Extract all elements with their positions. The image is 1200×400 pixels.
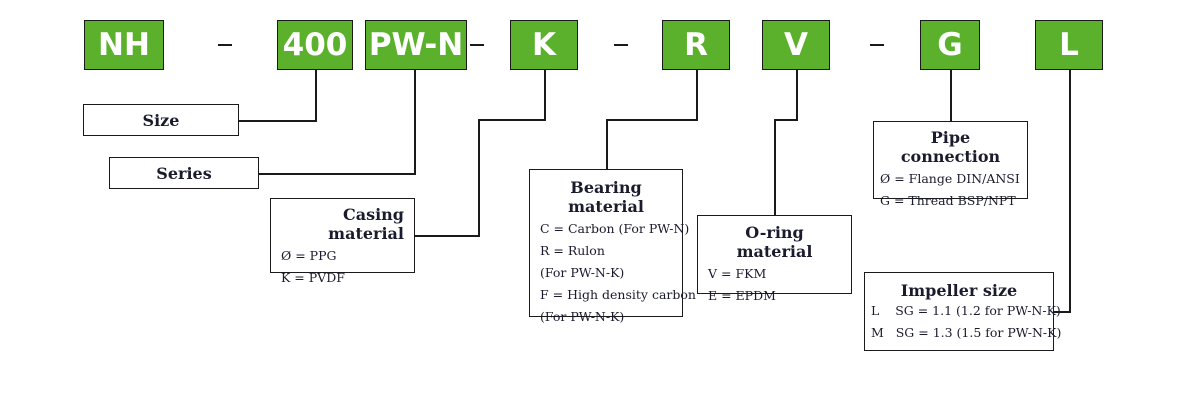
oring-material-title: O-ring material — [736, 223, 813, 261]
bearing-option: C = Carbon (For PW-N) — [540, 221, 690, 236]
pipe-option: G = Thread BSP/NPT — [880, 193, 1016, 208]
separator-dash — [614, 44, 628, 46]
oring-option: E = EPDM — [708, 288, 776, 303]
bearing-option: (For PW-N-K) — [540, 309, 625, 324]
code-segment-bearing: R — [662, 20, 730, 70]
impeller-option: L SG = 1.1 (1.2 for PW-N-K) — [871, 303, 1061, 318]
connector-line — [315, 70, 317, 122]
size-label: Size — [142, 110, 180, 130]
oring-material-box: O-ring material V = FKM E = EPDM — [697, 215, 852, 303]
connector-line — [606, 119, 698, 121]
bearing-option: F = High density carbon — [540, 287, 696, 302]
separator-dash — [218, 44, 232, 46]
connector-line — [414, 70, 416, 174]
bearing-option: (For PW-N-K) — [540, 265, 625, 280]
oring-option: V = FKM — [708, 266, 767, 281]
connector-line — [606, 119, 608, 169]
connector-line — [544, 70, 546, 120]
connector-line — [1069, 70, 1071, 312]
pipe-option: Ø = Flange DIN/ANSI — [880, 171, 1020, 186]
connector-line — [1053, 311, 1071, 313]
code-segment-impeller: L — [1035, 20, 1103, 70]
bearing-material-title: Bearing material — [568, 178, 644, 216]
connector-line — [478, 119, 546, 121]
connector-line — [258, 173, 416, 175]
separator-dash — [870, 44, 884, 46]
casing-option: K = PVDF — [281, 270, 345, 285]
connector-line — [950, 70, 952, 121]
code-segment-casing: K — [510, 20, 578, 70]
pipe-connection-title: Pipe connection — [900, 128, 1001, 166]
connector-line — [238, 120, 317, 122]
connector-line — [414, 235, 480, 237]
casing-option: Ø = PPG — [281, 248, 337, 263]
size-label-box: Size — [83, 104, 239, 136]
code-segment-size: 400 — [277, 20, 353, 70]
connector-line — [774, 119, 798, 121]
bearing-option: R = Rulon — [540, 243, 605, 258]
code-segment-oring: V — [762, 20, 830, 70]
impeller-size-box: Impeller size L SG = 1.1 (1.2 for PW-N-K… — [864, 272, 1062, 351]
casing-material-title: Casing material — [328, 205, 404, 243]
code-segment-series: PW-N — [365, 20, 467, 70]
pipe-connection-box: Pipe connection Ø = Flange DIN/ANSI G = … — [873, 121, 1028, 208]
connector-line — [774, 119, 776, 215]
connector-line — [696, 70, 698, 120]
impeller-size-title: Impeller size — [900, 281, 1018, 300]
series-label: Series — [156, 163, 212, 183]
separator-dash — [470, 44, 484, 46]
casing-material-box: Casing material Ø = PPG K = PVDF — [270, 198, 415, 285]
connector-line — [478, 119, 480, 236]
impeller-option: M SG = 1.3 (1.5 for PW-N-K) — [871, 325, 1062, 340]
code-segment-nh: NH — [84, 20, 164, 70]
bearing-material-box: Bearing material C = Carbon (For PW-N) R… — [529, 169, 696, 324]
code-segment-pipe: G — [920, 20, 980, 70]
connector-line — [796, 70, 798, 120]
series-label-box: Series — [109, 157, 259, 189]
